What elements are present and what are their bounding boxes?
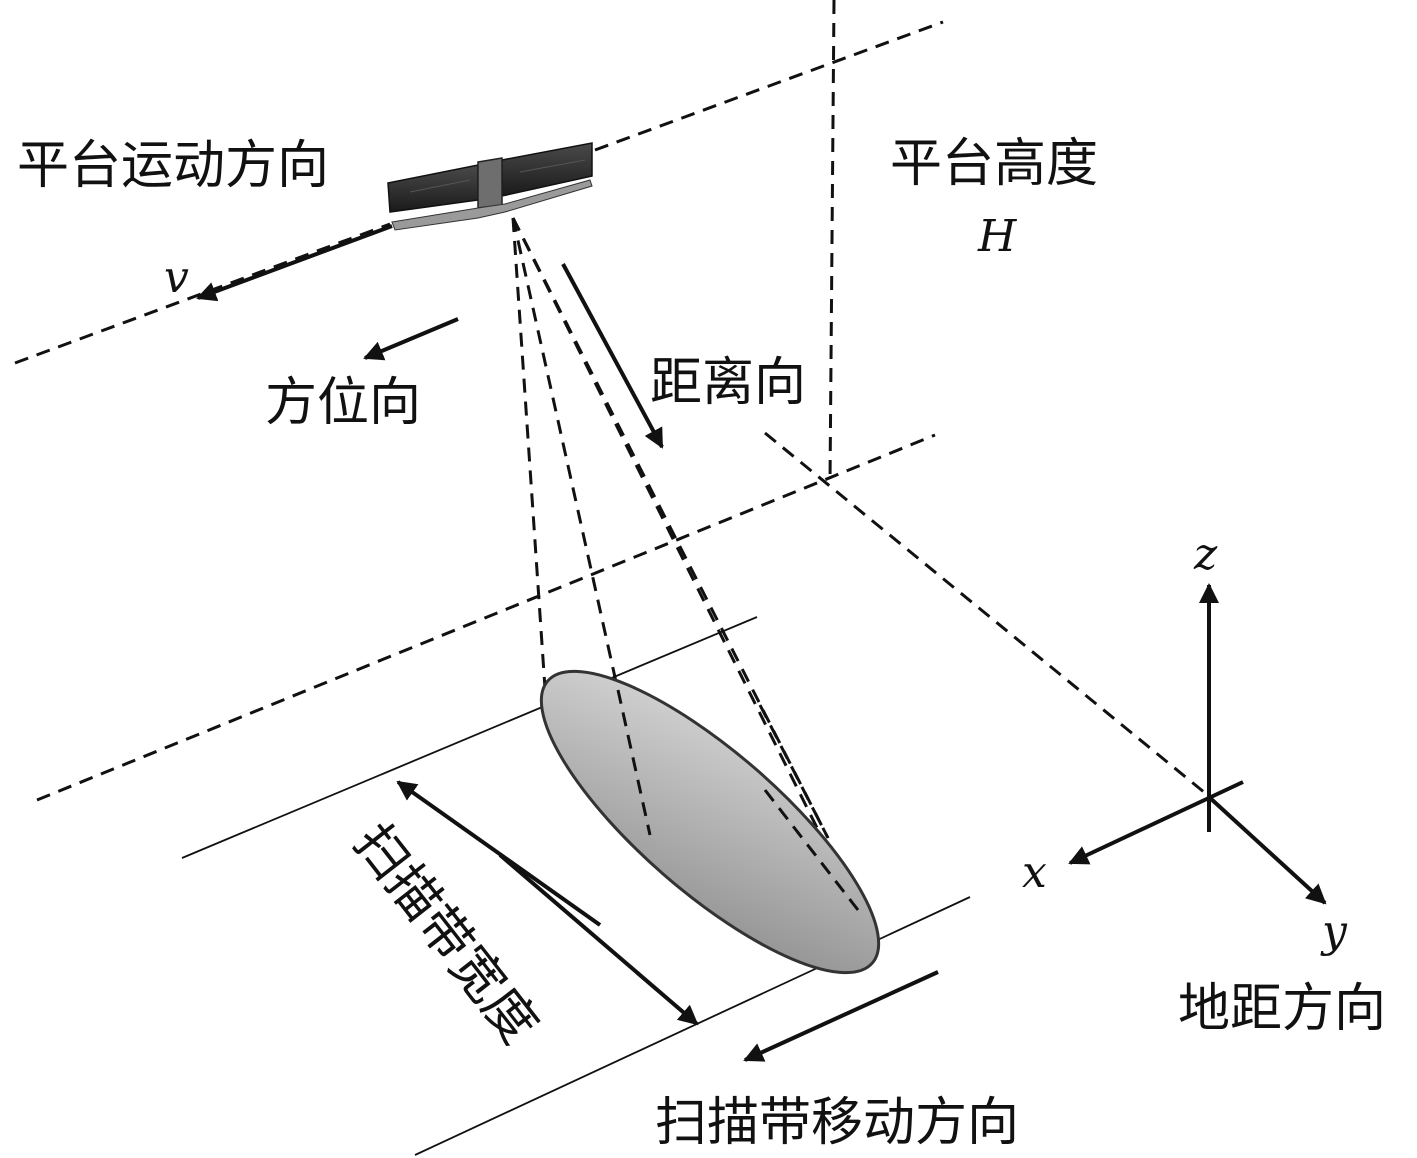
range-arrow [561,263,664,449]
beam-line-1 [511,217,548,704]
swath-width-arrow-2 [498,853,699,1026]
ground-track-lower [36,433,936,802]
antenna-footprint [539,669,881,975]
label-axis-z: z [1193,529,1218,580]
flight-track-upper [14,222,391,365]
beam-line-2 [511,217,652,836]
label-platform-motion: 平台运动方向 [17,136,329,196]
swath-width-arrow [396,780,602,927]
beam-line-4 [511,217,860,911]
beam-line-4-over [763,789,860,911]
beam-line-2-over [616,689,652,836]
label-platform-height: 平台高度 [890,134,1098,194]
satellite-icon [387,142,593,231]
swath-motion-arrow [743,970,939,1062]
label-azimuth: 方位向 [265,373,421,433]
nadir-to-origin-line [764,431,1211,799]
label-height-symbol: H [977,211,1018,262]
azimuth-arrow [363,317,459,361]
label-swath-width: 扫描带宽度 [342,813,549,1055]
platform-height-line [828,0,836,483]
label-axis-y: y [1320,906,1348,957]
label-velocity: v [164,252,189,303]
label-swath-motion: 扫描带移动方向 [655,1093,1019,1153]
swath-boundary-upper [181,616,758,859]
axis-x-arrow [1068,780,1244,865]
label-axis-x: x [1022,847,1047,898]
axis-y-arrow [1207,795,1327,905]
flight-track-upper-right [594,20,944,152]
velocity-arrow [196,224,393,302]
label-range: 距离向 [650,353,806,413]
beam-line-3-over [758,704,830,839]
label-ground-range: 地距方向 [1178,979,1386,1039]
